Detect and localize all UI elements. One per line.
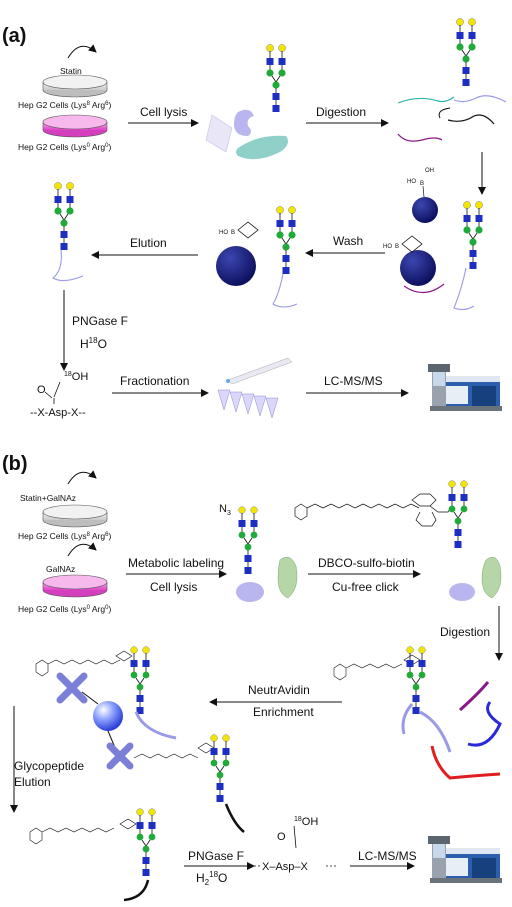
culture-dish-icon — [42, 74, 108, 98]
glycan-icon — [136, 808, 156, 877]
tubes-icon — [217, 389, 279, 419]
protein-shape — [481, 556, 502, 599]
chem-xaspx-b: X–Asp–X — [262, 861, 309, 873]
protein-shape — [449, 583, 475, 601]
glycan-icon — [448, 480, 468, 549]
panel-b-label: (b) — [2, 453, 28, 475]
neutravidin-cross-icon — [106, 742, 134, 770]
step-enrichment: Enrichment — [253, 705, 314, 719]
chem-xaspx: --X-Asp-X-- — [30, 407, 86, 419]
step-h2o-b: H218O — [196, 870, 227, 887]
glycan-icon — [238, 506, 258, 575]
step-cell-lysis: Cell lysis — [140, 105, 187, 119]
dbco-biotin-structure — [35, 650, 133, 677]
neutravidin-cross-icon — [56, 672, 88, 704]
cell-light-label: Hep G2 Cells (Lys0 Arg0) — [18, 604, 111, 614]
step-lcms-b: LC-MS/MS — [358, 849, 417, 863]
mass-spectrometer-icon — [428, 364, 502, 411]
dbco-biotin-structure — [294, 493, 453, 527]
boronic-bead-icon — [216, 246, 256, 286]
chem-oh: OH — [425, 168, 434, 174]
avidin-bead-icon — [93, 701, 123, 731]
step-glyco-1: Glycopeptide — [14, 759, 84, 773]
cell-heavy-label: Hep G2 Cells (Lys8 Arg6) — [18, 100, 111, 110]
dish-statin-label: Statin — [60, 66, 82, 76]
culture-dish-pink-icon — [42, 114, 108, 138]
chem-b: B — [231, 230, 235, 236]
chem-o: O — [37, 384, 46, 396]
recycle-arrow-icon — [67, 470, 97, 485]
glycan-icon — [265, 43, 287, 113]
panel-a-label: (a) — [2, 25, 26, 47]
cell-light-label: Hep G2 Cells (Lys0 Arg0) — [18, 142, 111, 152]
recycle-arrow-icon — [67, 44, 97, 59]
chem-ho: HO — [407, 179, 416, 185]
step-elution: Elution — [130, 236, 167, 250]
step-pngase: PNGase F — [72, 314, 128, 328]
step-lcms: LC-MS/MS — [324, 374, 383, 388]
glycan-icon — [455, 17, 477, 87]
chem-b: B — [420, 181, 424, 187]
pipette-icon — [226, 357, 293, 385]
step-pngase-b: PNGase F — [188, 849, 244, 863]
step-digestion: Digestion — [316, 105, 366, 119]
step-cell-lysis-b: Cell lysis — [150, 580, 197, 594]
dbco-biotin-structure — [133, 742, 215, 759]
chem-o: O — [277, 831, 286, 843]
step-dbco: DBCO-sulfo-biotin — [318, 556, 415, 570]
protein-shape — [234, 109, 254, 136]
chem-18oh: 18OH — [64, 371, 88, 383]
chem-ho: HO — [219, 230, 228, 236]
glycan-icon — [53, 181, 75, 251]
culture-dish-pink-icon — [42, 574, 108, 598]
recycle-arrow-icon — [67, 542, 97, 557]
dbco-biotin-structure — [29, 818, 137, 845]
protein-shape — [236, 582, 264, 602]
chem-b: B — [395, 244, 399, 250]
protein-shape — [236, 135, 288, 160]
mass-spectrometer-icon — [428, 836, 502, 883]
protein-shape — [277, 556, 298, 599]
glycan-icon — [462, 200, 484, 270]
chem-18oh-b: 18OH — [294, 816, 318, 828]
step-neutravidin: NeutrAvidin — [248, 683, 310, 697]
step-wash: Wash — [333, 234, 363, 248]
step-digestion-b: Digestion — [440, 625, 490, 639]
step-glyco-2: Elution — [14, 775, 51, 789]
dish-galnaz-label: GalNAz — [46, 564, 75, 574]
chem-ho: HO — [383, 244, 392, 250]
protein-shape — [205, 114, 233, 153]
dish-statin-galnaz-label: Statin+GalNAz — [20, 493, 76, 503]
step-h2o: H18O — [80, 336, 107, 351]
culture-dish-icon — [42, 504, 108, 528]
glycan-icon — [275, 205, 297, 275]
chem-n3: N3 — [219, 503, 231, 517]
step-fractionation: Fractionation — [120, 374, 189, 388]
step-cufree: Cu-free click — [332, 580, 400, 594]
glycan-icon — [210, 734, 230, 803]
cell-heavy-label: Hep G2 Cells (Lys8 Arg6) — [18, 531, 111, 541]
step-metabolic: Metabolic labeling — [128, 556, 224, 570]
glycan-icon — [130, 646, 150, 715]
boronic-bead-icon — [412, 197, 438, 223]
